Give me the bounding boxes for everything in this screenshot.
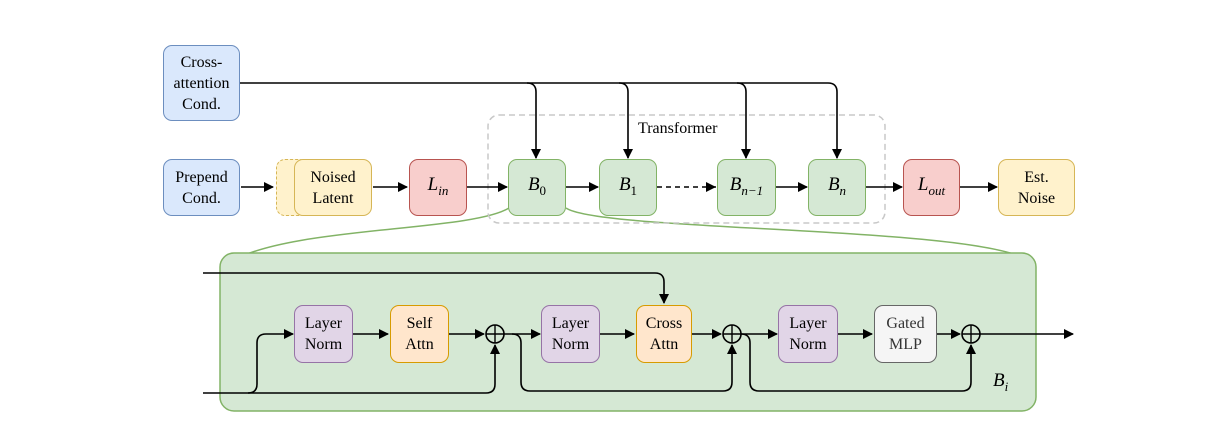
block-b1: B1 [599,159,657,216]
l-out-box: Lout [903,159,960,216]
transformer-group [487,114,886,224]
cross-attention-cond-box: Cross- attention Cond. [163,45,240,121]
transformer-label: Transformer [638,120,718,137]
block-bn: Bn [808,159,866,216]
gated-mlp-box: Gated MLP [874,305,937,363]
cross-attn-box: Cross Attn [636,305,692,363]
est-noise-box: Est. Noise [998,159,1075,216]
self-attn-box: Self Attn [390,305,449,363]
prepend-cond-box: Prepend Cond. [163,159,240,216]
zoom-outline [229,207,1031,263]
block-bi-label: Bi [993,370,1009,394]
layer-norm-1: Layer Norm [294,305,353,363]
block-b0: B0 [508,159,566,216]
noised-latent-box: Noised Latent [294,159,372,216]
layer-norm-3: Layer Norm [778,305,838,363]
l-in-box: Lin [409,159,467,216]
layer-norm-2: Layer Norm [541,305,600,363]
block-bn-1: Bn−1 [717,159,776,216]
